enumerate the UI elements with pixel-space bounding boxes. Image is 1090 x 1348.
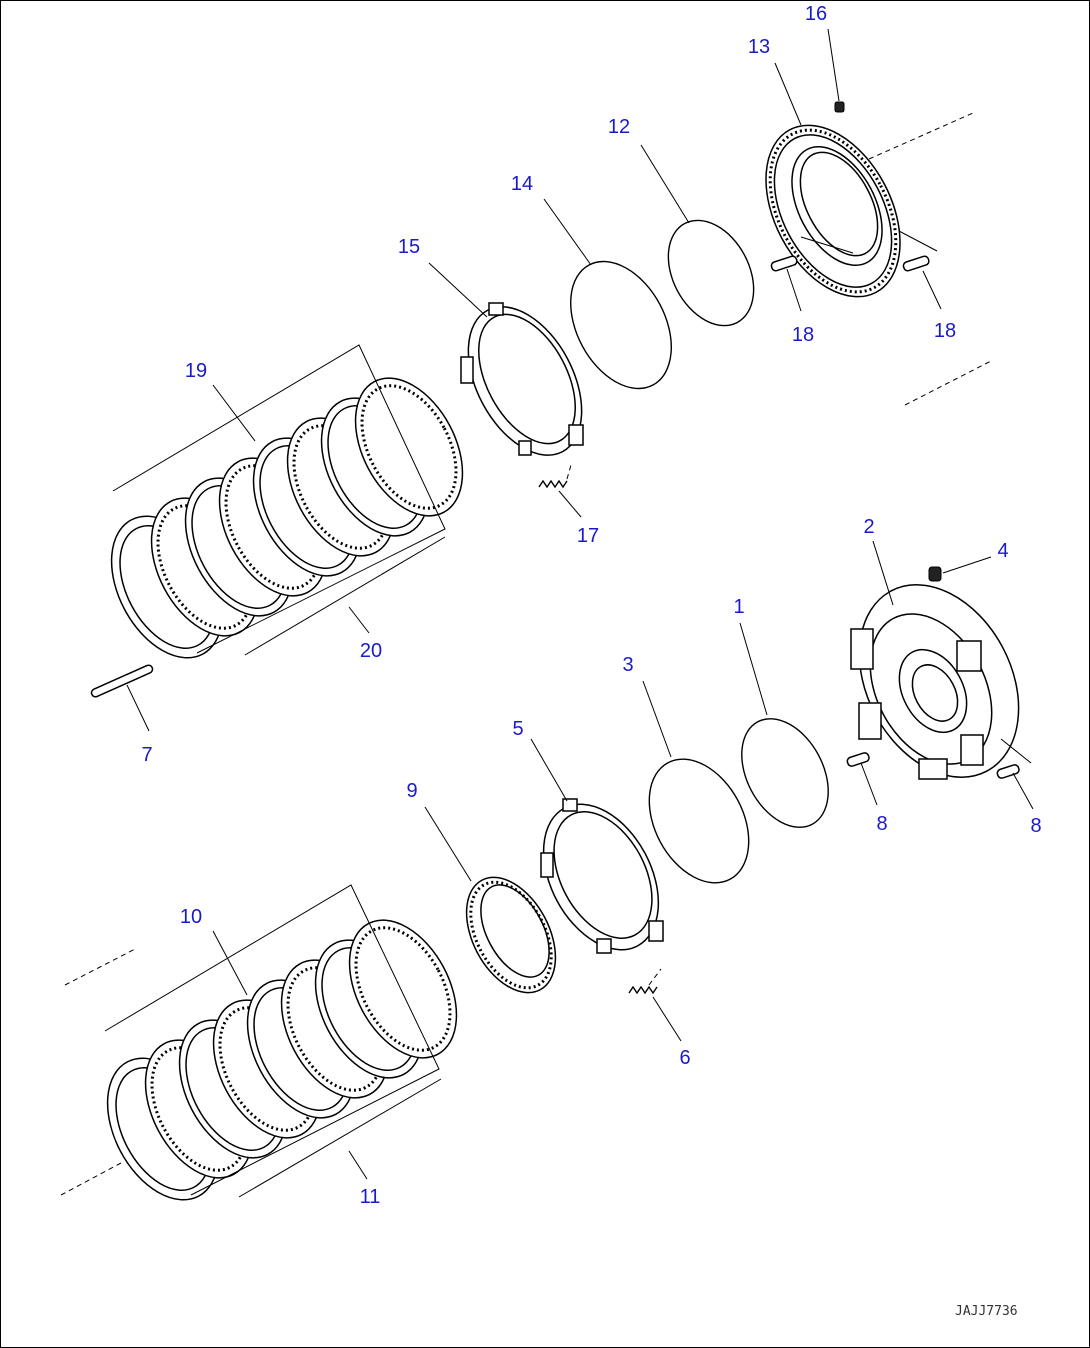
part-19-20-clutch-pack-upper[interactable] <box>89 360 484 677</box>
callout-2[interactable]: 2 <box>863 516 874 538</box>
callout-3[interactable]: 3 <box>622 654 633 676</box>
drawing-code: JAJJ7736 <box>955 1304 1018 1319</box>
callout-11[interactable]: 11 <box>360 1186 381 1208</box>
part-13-cover-ring[interactable] <box>739 103 928 320</box>
callout-5[interactable]: 5 <box>512 718 523 740</box>
callout-8-right[interactable]: 8 <box>1030 815 1041 837</box>
callout-8-left[interactable]: 8 <box>876 813 887 835</box>
callout-13[interactable]: 13 <box>748 36 770 58</box>
callout-15[interactable]: 15 <box>398 236 420 258</box>
leader-lines <box>126 28 1034 1180</box>
callout-18-right[interactable]: 18 <box>934 320 956 342</box>
callout-12[interactable]: 12 <box>608 116 630 138</box>
part-18-pin-right[interactable] <box>902 255 930 272</box>
part-15-piston[interactable] <box>445 288 605 474</box>
callout-10[interactable]: 10 <box>180 906 202 928</box>
part-10-11-clutch-pack-lower[interactable] <box>85 902 478 1219</box>
part-17-spring[interactable] <box>538 479 568 489</box>
callout-6[interactable]: 6 <box>679 1047 690 1069</box>
part-3-o-ring[interactable] <box>629 742 769 900</box>
part-8-pin-right[interactable] <box>996 764 1020 779</box>
part-18-pin-left[interactable] <box>770 255 798 272</box>
part-7-pin[interactable] <box>90 664 154 698</box>
part-16-plug[interactable] <box>834 101 845 113</box>
callout-17[interactable]: 17 <box>577 525 599 547</box>
part-1-o-ring[interactable] <box>724 704 846 842</box>
part-2-housing[interactable] <box>828 557 1051 805</box>
callout-9[interactable]: 9 <box>406 780 417 802</box>
callout-7[interactable]: 7 <box>141 744 152 766</box>
part-9-hub[interactable] <box>448 862 573 1007</box>
part-4-plug[interactable] <box>928 566 942 582</box>
callout-1[interactable]: 1 <box>733 596 744 618</box>
callout-18-left[interactable]: 18 <box>792 324 814 346</box>
callout-19[interactable]: 19 <box>185 360 207 382</box>
callout-20[interactable]: 20 <box>360 640 382 662</box>
part-5-piston[interactable] <box>520 785 682 970</box>
part-8-pin-left[interactable] <box>846 752 870 767</box>
callout-4[interactable]: 4 <box>997 540 1008 562</box>
part-6-spring[interactable] <box>628 985 658 995</box>
callout-14[interactable]: 14 <box>511 173 533 195</box>
part-14-o-ring[interactable] <box>550 244 692 405</box>
part-12-o-ring[interactable] <box>651 206 771 341</box>
callout-16[interactable]: 16 <box>805 3 827 25</box>
